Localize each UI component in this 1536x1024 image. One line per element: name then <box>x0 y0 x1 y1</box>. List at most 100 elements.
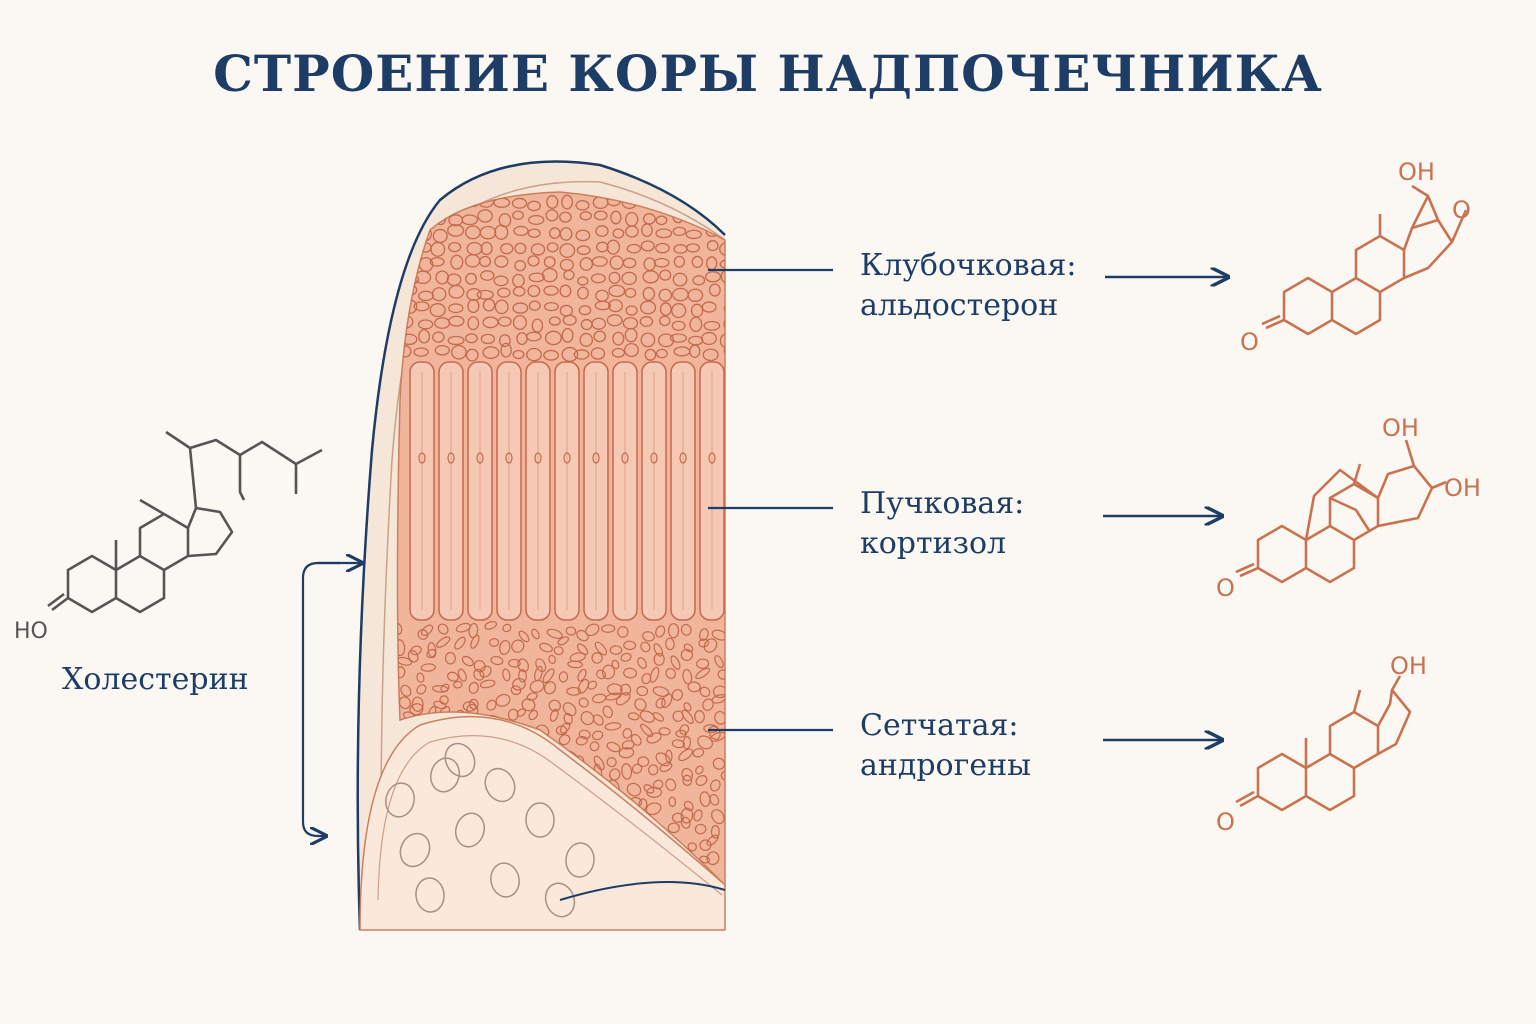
glomerulosa-cell <box>546 195 559 209</box>
glomerulosa-cell <box>528 300 541 311</box>
glomerulosa-cell <box>543 256 556 268</box>
reticularis-cell <box>709 731 725 742</box>
reticularis-cell <box>499 639 511 655</box>
fasciculata-nucleus <box>534 452 542 464</box>
zone-label-reticularis: Сетчатая: андрогены <box>860 706 1031 786</box>
glomerulosa-cell <box>498 334 511 348</box>
fasciculata-nucleus <box>476 452 484 464</box>
reticularis-cell <box>668 796 677 808</box>
reticularis-cell <box>578 729 591 740</box>
glomerulosa-cell <box>431 287 447 302</box>
reticularis-cell <box>592 714 604 726</box>
reticularis-cell <box>680 623 692 636</box>
glomerulosa-cell <box>476 289 494 300</box>
glomerulosa-cell <box>482 298 496 312</box>
glomerulosa-cell <box>467 316 480 331</box>
glomerulosa-cell <box>514 242 527 255</box>
glomerulosa-cell <box>625 225 639 238</box>
glomerulosa-cell <box>624 342 639 358</box>
glomerulosa-cell <box>466 288 482 301</box>
glomerulosa-cell <box>563 269 575 281</box>
androgen-molecule <box>1235 675 1412 812</box>
medulla-cell <box>399 832 431 868</box>
reticularis-cell <box>461 655 474 667</box>
reticularis-cell <box>706 851 720 866</box>
reticularis-cell <box>646 786 662 798</box>
reticularis-cell <box>479 679 496 689</box>
hormone-androgens: андрогены <box>860 748 1031 783</box>
reticularis-cell <box>627 712 640 721</box>
glomerulosa-cell <box>606 239 620 255</box>
glomerulosa-cell <box>477 209 493 223</box>
glomerulosa-cell <box>398 210 414 225</box>
glomerulosa-cell <box>545 209 559 222</box>
hormone-cortisol: кортизол <box>860 526 1007 561</box>
reticularis-cell <box>427 641 437 659</box>
reticularis-cell <box>706 834 719 846</box>
reticularis-cell <box>558 671 569 683</box>
glomerulosa-cell <box>644 348 657 361</box>
reticularis-cell <box>543 681 557 695</box>
glomerulosa-cell <box>720 211 725 225</box>
fasciculata-nucleus <box>505 452 513 464</box>
reticularis-cell <box>587 680 598 690</box>
glomerulosa-cell <box>526 331 542 342</box>
reticularis-cell <box>517 658 530 673</box>
reticularis-cell <box>653 652 665 666</box>
reticularis-cell <box>397 656 413 666</box>
reticularis-cell <box>611 659 620 670</box>
glomerulosa-cell <box>720 269 725 284</box>
glomerulosa-cell <box>642 286 656 301</box>
glomerulosa-cell <box>429 303 446 318</box>
reticularis-cell <box>642 631 655 642</box>
reticularis-cell <box>710 824 720 839</box>
reticularis-cell <box>697 735 713 750</box>
reticularis-cell <box>535 658 547 673</box>
reticularis-cell <box>420 624 434 636</box>
glomerulosa-cell <box>608 299 623 313</box>
glomerulosa-cell <box>448 241 462 253</box>
reticularis-cell <box>621 763 633 780</box>
reticularis-cell <box>680 648 694 662</box>
reticularis-cell <box>617 626 629 638</box>
hormone-arrows <box>1103 277 1228 740</box>
reticularis-cell <box>694 823 707 835</box>
glomerulosa-cell <box>434 345 450 356</box>
glomerulosa-cell <box>448 303 464 314</box>
reticularis-cell <box>591 730 604 741</box>
reticularis-cell <box>508 658 521 668</box>
glomerulosa-cell <box>640 300 657 315</box>
glomerulosa-cell <box>612 228 625 239</box>
glomerulosa-cell <box>659 302 672 316</box>
reticularis-cell <box>486 699 497 711</box>
glomerulosa-cell <box>399 229 417 242</box>
reticularis-cell <box>702 698 714 711</box>
glomerulosa-cell <box>527 228 541 238</box>
reticularis-cell <box>655 625 666 638</box>
glomerulosa-cell <box>594 300 611 311</box>
glomerulosa-cell <box>526 347 542 362</box>
glomerulosa-cell <box>514 259 527 272</box>
glomerulosa-cell <box>512 349 525 360</box>
glomerulosa-cell <box>640 240 655 252</box>
glomerulosa-cell <box>706 198 723 212</box>
glomerulosa-cell <box>723 226 725 240</box>
medulla-cell <box>454 812 486 848</box>
glomerulosa-cell <box>480 241 493 256</box>
glomerulosa-cell <box>541 267 558 283</box>
reticularis-cell <box>681 767 693 782</box>
glomerulosa-cell <box>653 257 670 268</box>
glomerulosa-cell <box>655 215 668 226</box>
reticularis-cell <box>720 770 725 781</box>
reticularis-cell <box>470 634 480 649</box>
reticularis-cell <box>416 684 427 695</box>
glomerulosa-cell <box>671 303 687 319</box>
fasciculata-nucleus <box>621 452 629 464</box>
zone-label-glomerulosa: Клубочковая: альдостерон <box>860 246 1077 326</box>
glomerulosa-cell <box>559 284 572 298</box>
reticularis-cell <box>529 679 545 693</box>
reticularis-cell <box>712 685 725 699</box>
glomerulosa-cell <box>494 255 509 268</box>
glomerulosa-cell <box>543 285 559 296</box>
